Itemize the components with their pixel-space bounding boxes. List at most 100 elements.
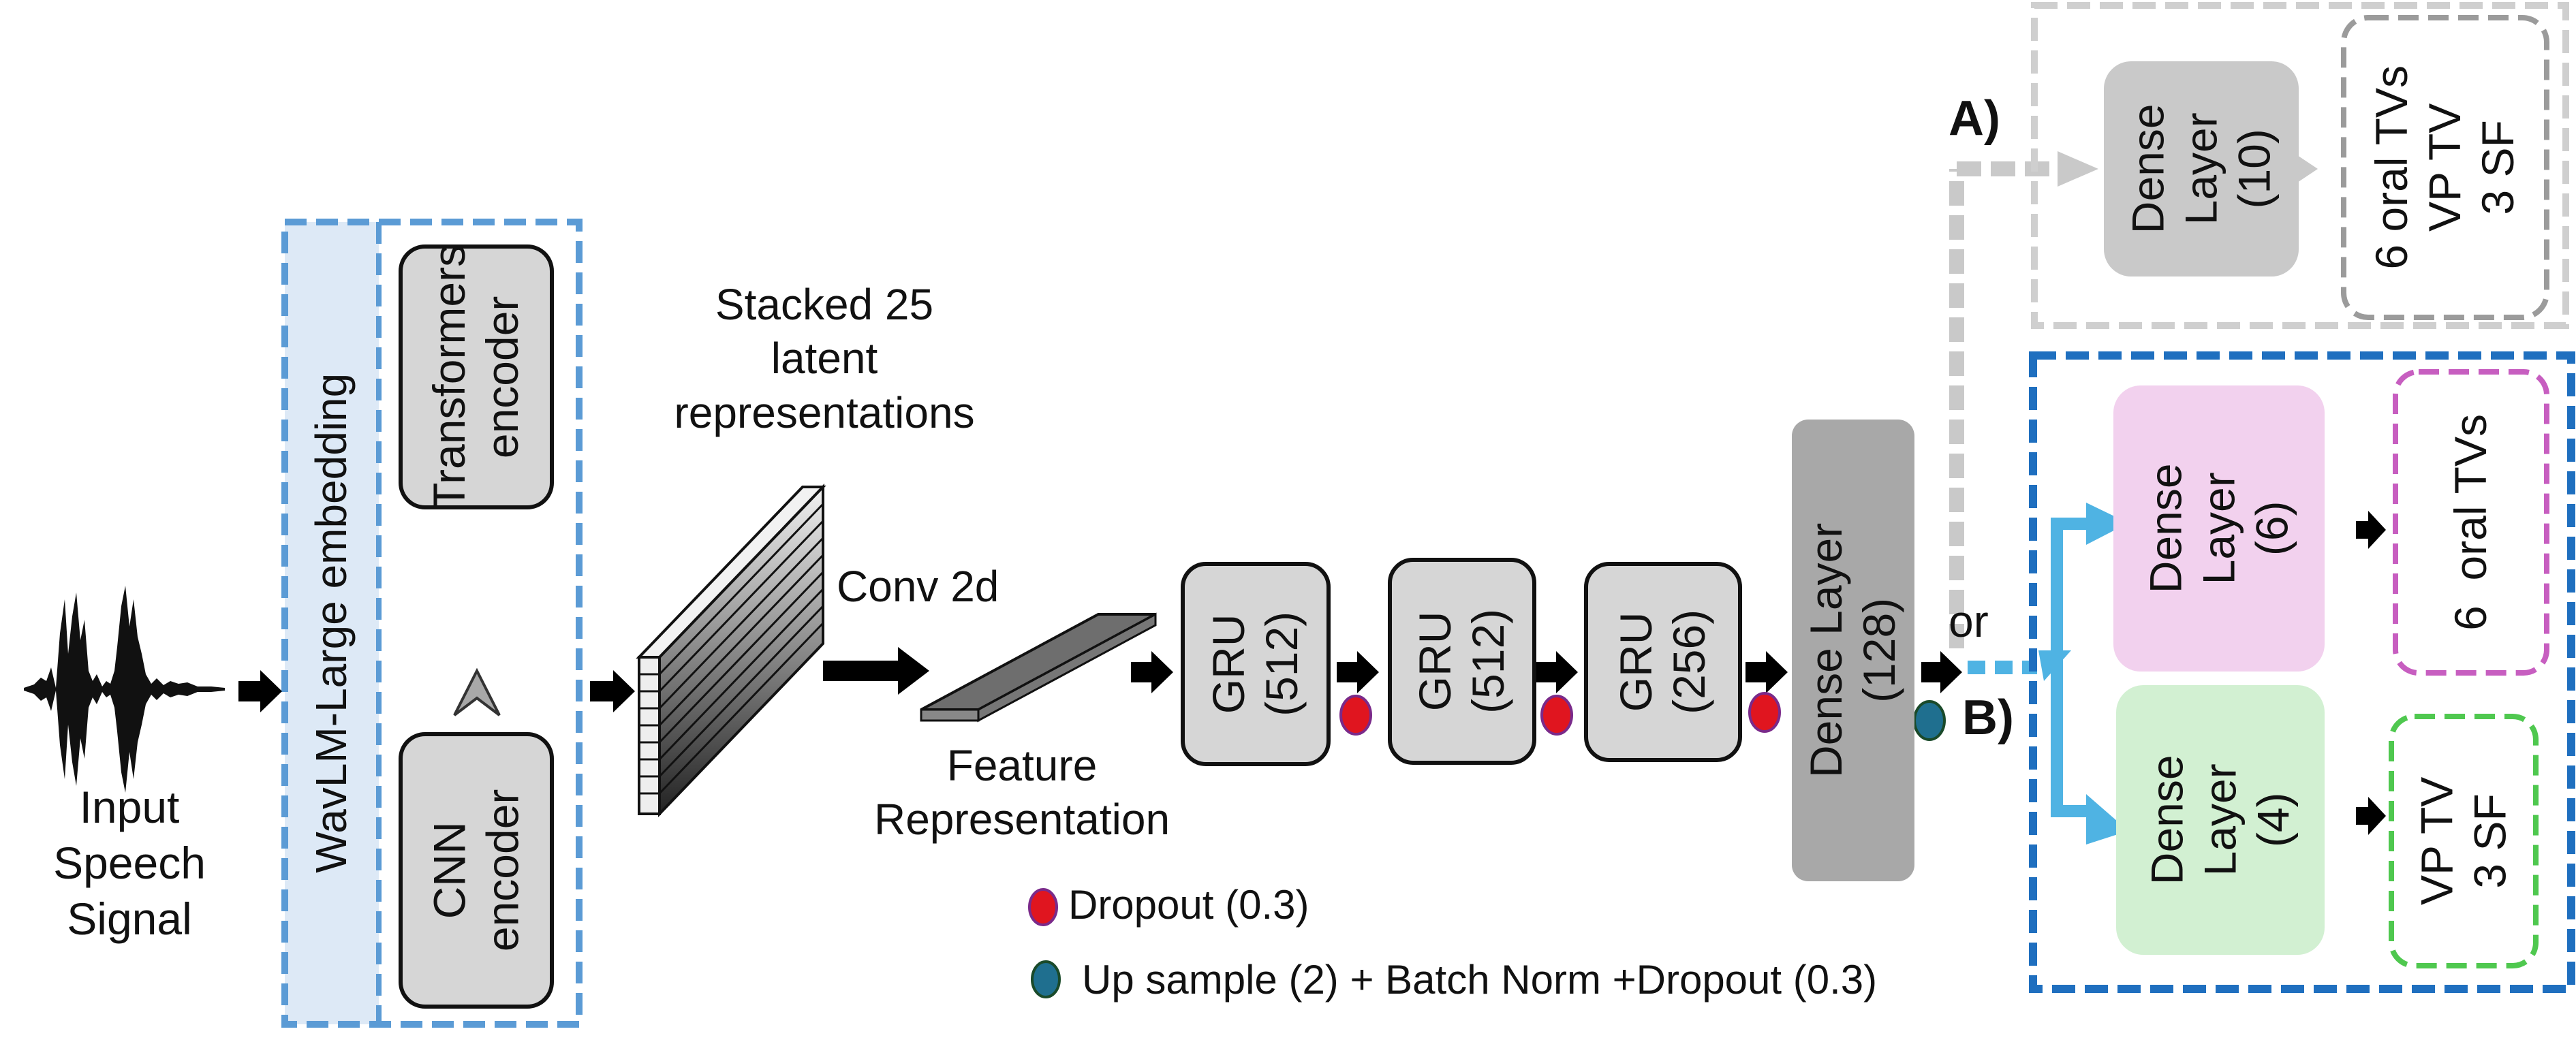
dense-10-line-1: Dense (2122, 104, 2173, 234)
gru-3-label: GRU (256) (1610, 610, 1716, 714)
dense-128-line-2: (128) (1854, 597, 1904, 704)
cnn-label-wrap: CNN encoder (401, 734, 552, 1007)
option-a-tag: A) (1949, 91, 2000, 146)
dense-6-line-3: (6) (2246, 501, 2297, 556)
cnn-line-1: CNN (424, 821, 475, 919)
gru-3-line-1: GRU (1611, 612, 1662, 712)
legend-dropout-dot (1028, 888, 1058, 926)
input-line-2: Speech (53, 837, 206, 888)
dense-10-line-2: Layer (2175, 112, 2226, 225)
vp-sf-label: VP TV 3 SF (2410, 777, 2517, 905)
cnn-label: CNN encoder (423, 789, 529, 952)
dense-6-label: Dense Layer (6) (2139, 464, 2299, 594)
dense-layer-6-block (2113, 385, 2325, 672)
transformers-line-1: Transformers (424, 244, 475, 510)
option-a-connector (1949, 151, 2318, 648)
feature-representation-plate (920, 612, 1157, 723)
gru-2-line-2: (512) (1462, 608, 1513, 714)
option-a-output-label-wrap: 6 oral TVs VP TV 3 SF (2344, 18, 2547, 317)
cnn-line-2: encoder (477, 789, 528, 952)
option-b-box (2029, 351, 2575, 993)
vp-sf-line-2: 3 SF (2464, 793, 2515, 889)
waveform-icon (24, 586, 225, 793)
gru-block-3 (1584, 562, 1742, 762)
arrow-gru2-to-gru3 (1536, 651, 1578, 693)
dense-6-line-2: Layer (2193, 472, 2244, 585)
option-a-output-box (2341, 15, 2549, 320)
wavlm-label-wrap: WavLM-Large embedding (285, 222, 379, 1024)
dense-layer-128-block (1792, 420, 1914, 881)
feature-line-2: Representation (873, 795, 1170, 844)
input-speech-label: Input Speech Signal (27, 780, 232, 947)
oral-tvs-label: 6 oral TVs (2445, 414, 2498, 631)
option-b-tag: B) (1962, 691, 2014, 745)
gru-3-label-wrap: GRU (256) (1586, 564, 1740, 760)
arrow-feature-to-gru1 (1131, 651, 1173, 693)
stacked-latent-representations (636, 484, 826, 817)
vp-sf-label-wrap: VP TV 3 SF (2391, 716, 2536, 966)
stacked-line-2: latent (771, 334, 878, 383)
arrow-pink-to-output (2356, 511, 2386, 549)
arrow-input-to-wavlm (238, 670, 282, 712)
transformers-label-wrap: Transformers encoder (401, 244, 552, 510)
feature-line-1: Feature (946, 741, 1098, 790)
transformers-line-2: encoder (477, 296, 528, 458)
gru-2-label-wrap: GRU (512) (1390, 560, 1534, 763)
dense-6-line-1: Dense (2140, 463, 2191, 594)
transformers-encoder-block (399, 244, 554, 509)
wavlm-label: WavLM-Large embedding (307, 373, 356, 873)
dense-10-line-3: (10) (2228, 129, 2279, 209)
legend-upsample-dot (1031, 960, 1061, 998)
stacked-label: Stacked 25 latent representations (613, 278, 1036, 440)
input-line-3: Signal (67, 893, 192, 944)
vp-sf-line-1: VP TV (2411, 776, 2462, 906)
dense-4-line-1: Dense (2141, 755, 2192, 885)
option-a-output-line-1: 6 oral TVs (2366, 65, 2417, 270)
arrow-wavlm-to-stack (590, 670, 635, 712)
gru-2-line-1: GRU (1410, 611, 1461, 712)
gru-1-line-1: GRU (1203, 614, 1254, 714)
option-a-output-label: 6 oral TVs VP TV 3 SF (2365, 65, 2525, 270)
feature-label: Feature Representation (804, 739, 1240, 847)
dropout-dot (1540, 695, 1573, 736)
dropout-dot (1339, 695, 1372, 736)
dense-layer-4-block (2116, 685, 2325, 955)
or-label: or (1949, 596, 1989, 646)
gru-block-2 (1388, 558, 1536, 765)
gru-1-line-2: (512) (1256, 611, 1307, 717)
upsample-dot (1913, 700, 1946, 741)
dense-6-label-wrap: Dense Layer (6) (2113, 385, 2325, 672)
option-a-output-line-3: 3 SF (2472, 120, 2523, 215)
dense-4-line-2: Layer (2194, 763, 2246, 877)
input-line-1: Input (79, 782, 180, 832)
option-b-branch-arrows (2038, 503, 2128, 844)
gru-block-1 (1181, 562, 1331, 766)
gru-1-label: GRU (512) (1202, 612, 1309, 716)
legend-dropout-label: Dropout (0.3) (1068, 882, 1309, 928)
chevron-up-icon (453, 667, 501, 716)
arrow-stack-to-conv (823, 647, 929, 695)
conv2d-label: Conv 2d (837, 562, 999, 611)
dense-4-line-3: (4) (2247, 792, 2298, 848)
dense-128-label: Dense Layer (128) (1800, 523, 1906, 778)
dense-128-label-wrap: Dense Layer (128) (1792, 420, 1914, 881)
arrow-gru3-to-dense (1745, 651, 1788, 693)
arrow-gru1-to-gru2 (1337, 651, 1379, 693)
dense-4-label-wrap: Dense Layer (4) (2116, 685, 2325, 955)
cnn-encoder-block (399, 732, 554, 1009)
gru-3-line-2: (256) (1663, 609, 1714, 715)
gru-2-label: GRU (512) (1409, 609, 1515, 714)
stacked-line-1: Stacked 25 (715, 280, 934, 329)
dense-10-label-wrap: Dense Layer (10) (2104, 61, 2299, 277)
arrow-dense-out (1921, 651, 1962, 693)
dense-4-label: Dense Layer (4) (2141, 755, 2300, 885)
dense-128-line-1: Dense Layer (1801, 522, 1852, 778)
stacked-line-3: representations (674, 388, 975, 437)
option-a-box (2031, 2, 2569, 329)
vp-sf-output-box (2389, 714, 2539, 968)
arrow-green-to-output (2356, 797, 2386, 835)
wavlm-outer-box (281, 219, 583, 1028)
option-a-output-line-2: VP TV (2419, 103, 2470, 232)
legend-upsample-label: Up sample (2) + Batch Norm +Dropout (0.3… (1082, 957, 1878, 1002)
